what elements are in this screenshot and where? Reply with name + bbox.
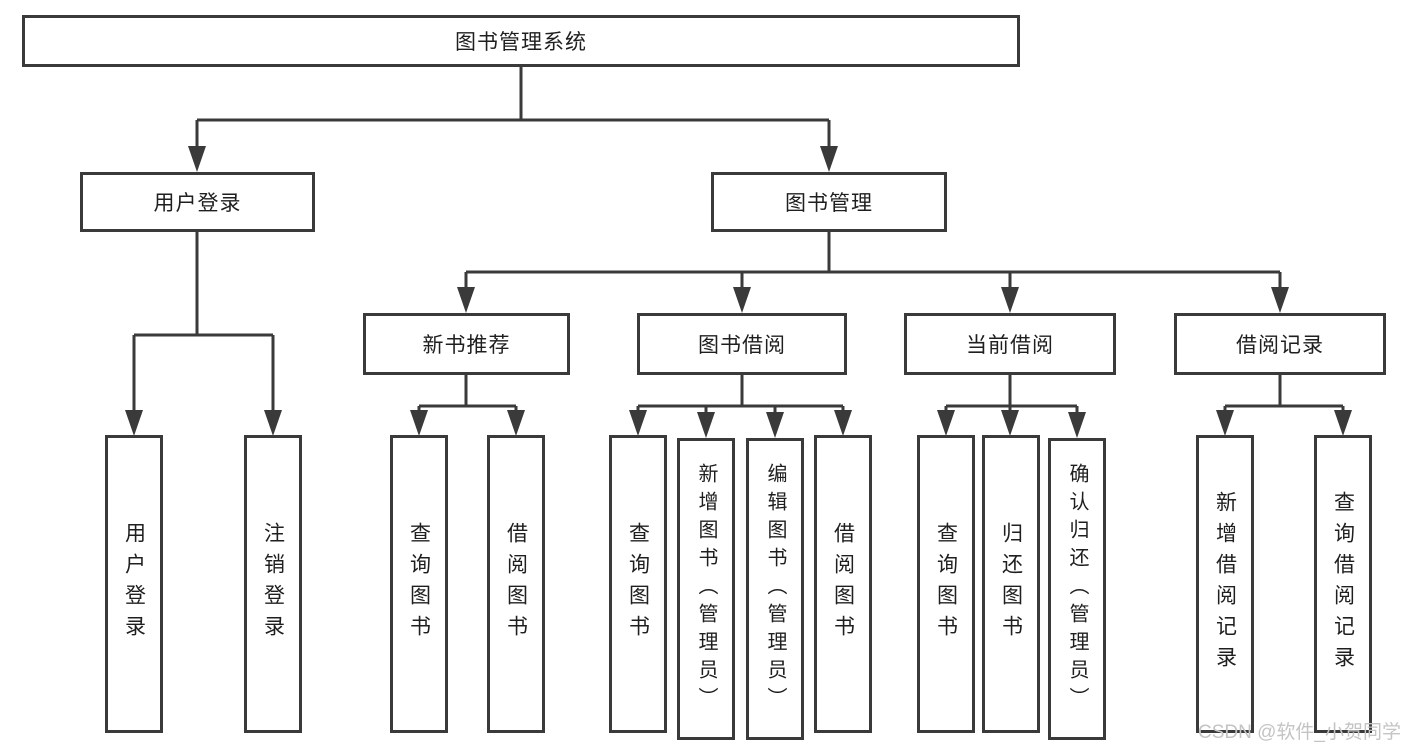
connector-borrow-records-children	[1223, 375, 1345, 414]
arrow-to-book-management	[820, 146, 838, 172]
leaf-br-query-record-label: 查询借阅记录	[1331, 491, 1355, 677]
leaf-nbr-borrow-books-label: 借阅图书	[504, 522, 528, 646]
leaf-br-add-record: 新增借阅记录	[1196, 435, 1254, 733]
arrow-to-user-login	[188, 146, 206, 172]
leaf-bb-add-books-admin: 新增图书（管理员）	[677, 438, 735, 740]
leaf-logout-label: 注销登录	[261, 522, 285, 646]
node-new-book-recommend: 新书推荐	[363, 313, 570, 375]
arrow-to-leaf-bb-add-books	[697, 412, 715, 438]
node-current-borrow: 当前借阅	[904, 313, 1116, 375]
leaf-bb-borrow-books-label: 借阅图书	[831, 522, 855, 646]
leaf-bb-query-books: 查询图书	[609, 435, 667, 733]
connector-book-management-children	[464, 232, 1282, 292]
leaf-bb-borrow-books: 借阅图书	[814, 435, 872, 733]
leaf-cb-return-books: 归还图书	[982, 435, 1040, 733]
connector-root-to-level2	[195, 67, 831, 150]
connector-book-borrow-children	[636, 375, 845, 414]
arrow-to-leaf-cb-confirm-return	[1068, 412, 1086, 438]
leaf-user-login-label: 用户登录	[122, 522, 146, 646]
connector-current-borrow-children	[944, 375, 1079, 414]
arrow-to-leaf-user-login	[125, 410, 143, 436]
leaf-nbr-borrow-books: 借阅图书	[487, 435, 545, 733]
node-borrow-records: 借阅记录	[1174, 313, 1386, 375]
connector-user-login-children	[132, 232, 275, 414]
arrow-to-current-borrow	[1001, 287, 1019, 313]
leaf-br-add-record-label: 新增借阅记录	[1213, 491, 1237, 677]
connector-new-book-recommend-children	[417, 375, 518, 414]
leaf-cb-query-books: 查询图书	[917, 435, 975, 733]
leaf-bb-edit-books-admin-label: 编辑图书（管理员）	[764, 463, 786, 715]
arrow-to-leaf-nbr-query-books	[410, 410, 428, 436]
arrow-to-borrow-records	[1271, 287, 1289, 313]
leaf-cb-confirm-return-admin: 确认归还（管理员）	[1048, 438, 1106, 740]
leaf-cb-confirm-return-admin-label: 确认归还（管理员）	[1066, 463, 1088, 715]
arrow-to-book-borrow	[733, 287, 751, 313]
arrow-to-leaf-br-add-record	[1216, 410, 1234, 436]
node-book-management: 图书管理	[711, 172, 947, 232]
leaf-cb-query-books-label: 查询图书	[934, 522, 958, 646]
arrow-to-leaf-cb-query-books	[937, 410, 955, 436]
leaf-nbr-query-books-label: 查询图书	[407, 522, 431, 646]
node-user-login: 用户登录	[80, 172, 315, 232]
csdn-watermark: CSDN @软件_小贺同学	[1198, 722, 1401, 743]
leaf-nbr-query-books: 查询图书	[390, 435, 448, 733]
leaf-user-login: 用户登录	[105, 435, 163, 733]
arrow-to-leaf-cb-return-books	[1001, 410, 1019, 436]
arrow-to-leaf-bb-borrow-books	[834, 410, 852, 436]
leaf-logout: 注销登录	[244, 435, 302, 733]
leaf-br-query-record: 查询借阅记录	[1314, 435, 1372, 733]
leaf-bb-query-books-label: 查询图书	[626, 522, 650, 646]
node-book-borrow: 图书借阅	[637, 313, 847, 375]
arrow-to-leaf-bb-query-books	[629, 410, 647, 436]
arrow-to-new-book-recommend	[457, 287, 475, 313]
leaf-bb-add-books-admin-label: 新增图书（管理员）	[695, 463, 717, 715]
leaf-bb-edit-books-admin: 编辑图书（管理员）	[746, 438, 804, 740]
node-system-root: 图书管理系统	[22, 15, 1020, 67]
arrow-to-leaf-logout	[264, 410, 282, 436]
arrow-to-leaf-nbr-borrow-books	[507, 410, 525, 436]
arrow-to-leaf-br-query-record	[1334, 410, 1352, 436]
arrow-to-leaf-bb-edit-books	[766, 412, 784, 438]
leaf-cb-return-books-label: 归还图书	[999, 522, 1023, 646]
